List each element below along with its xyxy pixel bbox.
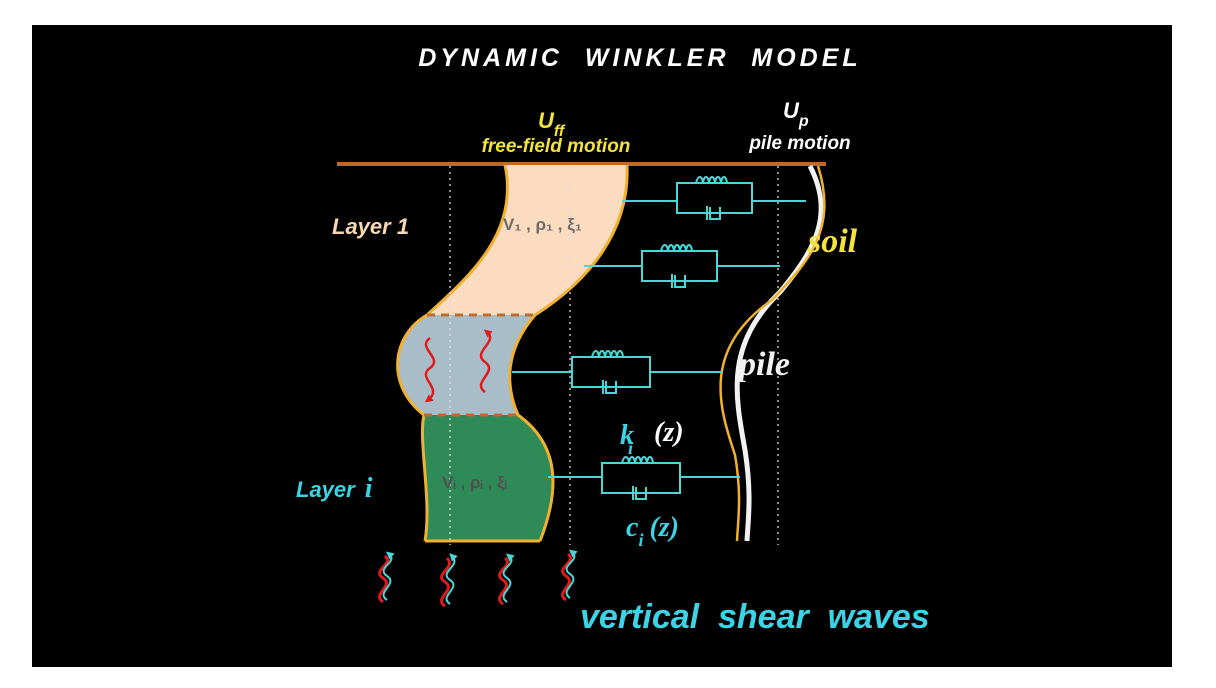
soil-motion-curve	[719, 165, 826, 542]
wavy-arrow-icon	[440, 553, 458, 608]
column-left-edge	[396, 164, 509, 542]
spring-dashpot-icon	[512, 350, 722, 394]
pile-label: pile	[736, 346, 790, 383]
slide-background	[32, 25, 1172, 667]
column-right-edge	[508, 164, 629, 542]
wavy-arrow-icon	[479, 329, 493, 394]
c-symbol: ci(z)	[626, 512, 679, 550]
spring-dashpot-icon	[548, 456, 740, 500]
soil-label: soil	[807, 223, 858, 260]
k-symbol: ki	[620, 420, 634, 458]
spring-dashpot-icon	[622, 176, 806, 220]
layer-1-region	[427, 165, 628, 315]
wavy-arrow-icon	[424, 336, 436, 403]
wavy-arrow-icon	[561, 549, 578, 602]
layer-i-region	[422, 415, 553, 541]
wavy-arrow-icon	[378, 551, 395, 604]
diagram-title: DYNAMIC WINKLER MODEL	[418, 44, 861, 72]
spring-dashpot-icon	[584, 244, 780, 288]
layer-1-properties: V₁ , ρ₁ , ξ₁	[503, 215, 582, 234]
layer-i-properties: Vᵢ , ρᵢ , ξᵢ	[442, 473, 507, 492]
uff-symbol: Uff	[538, 108, 566, 140]
layer-1-label: Layer 1	[332, 214, 409, 239]
k-argument: (z)	[654, 417, 684, 448]
wavy-arrow-icon	[498, 553, 515, 606]
pile-deflection-curve	[734, 164, 824, 542]
uff-caption: free-field motion	[482, 136, 631, 157]
up-symbol: Up	[783, 98, 809, 130]
vertical-shear-waves-caption: vertical shear waves	[580, 598, 930, 636]
up-caption: pile motion	[748, 133, 850, 154]
